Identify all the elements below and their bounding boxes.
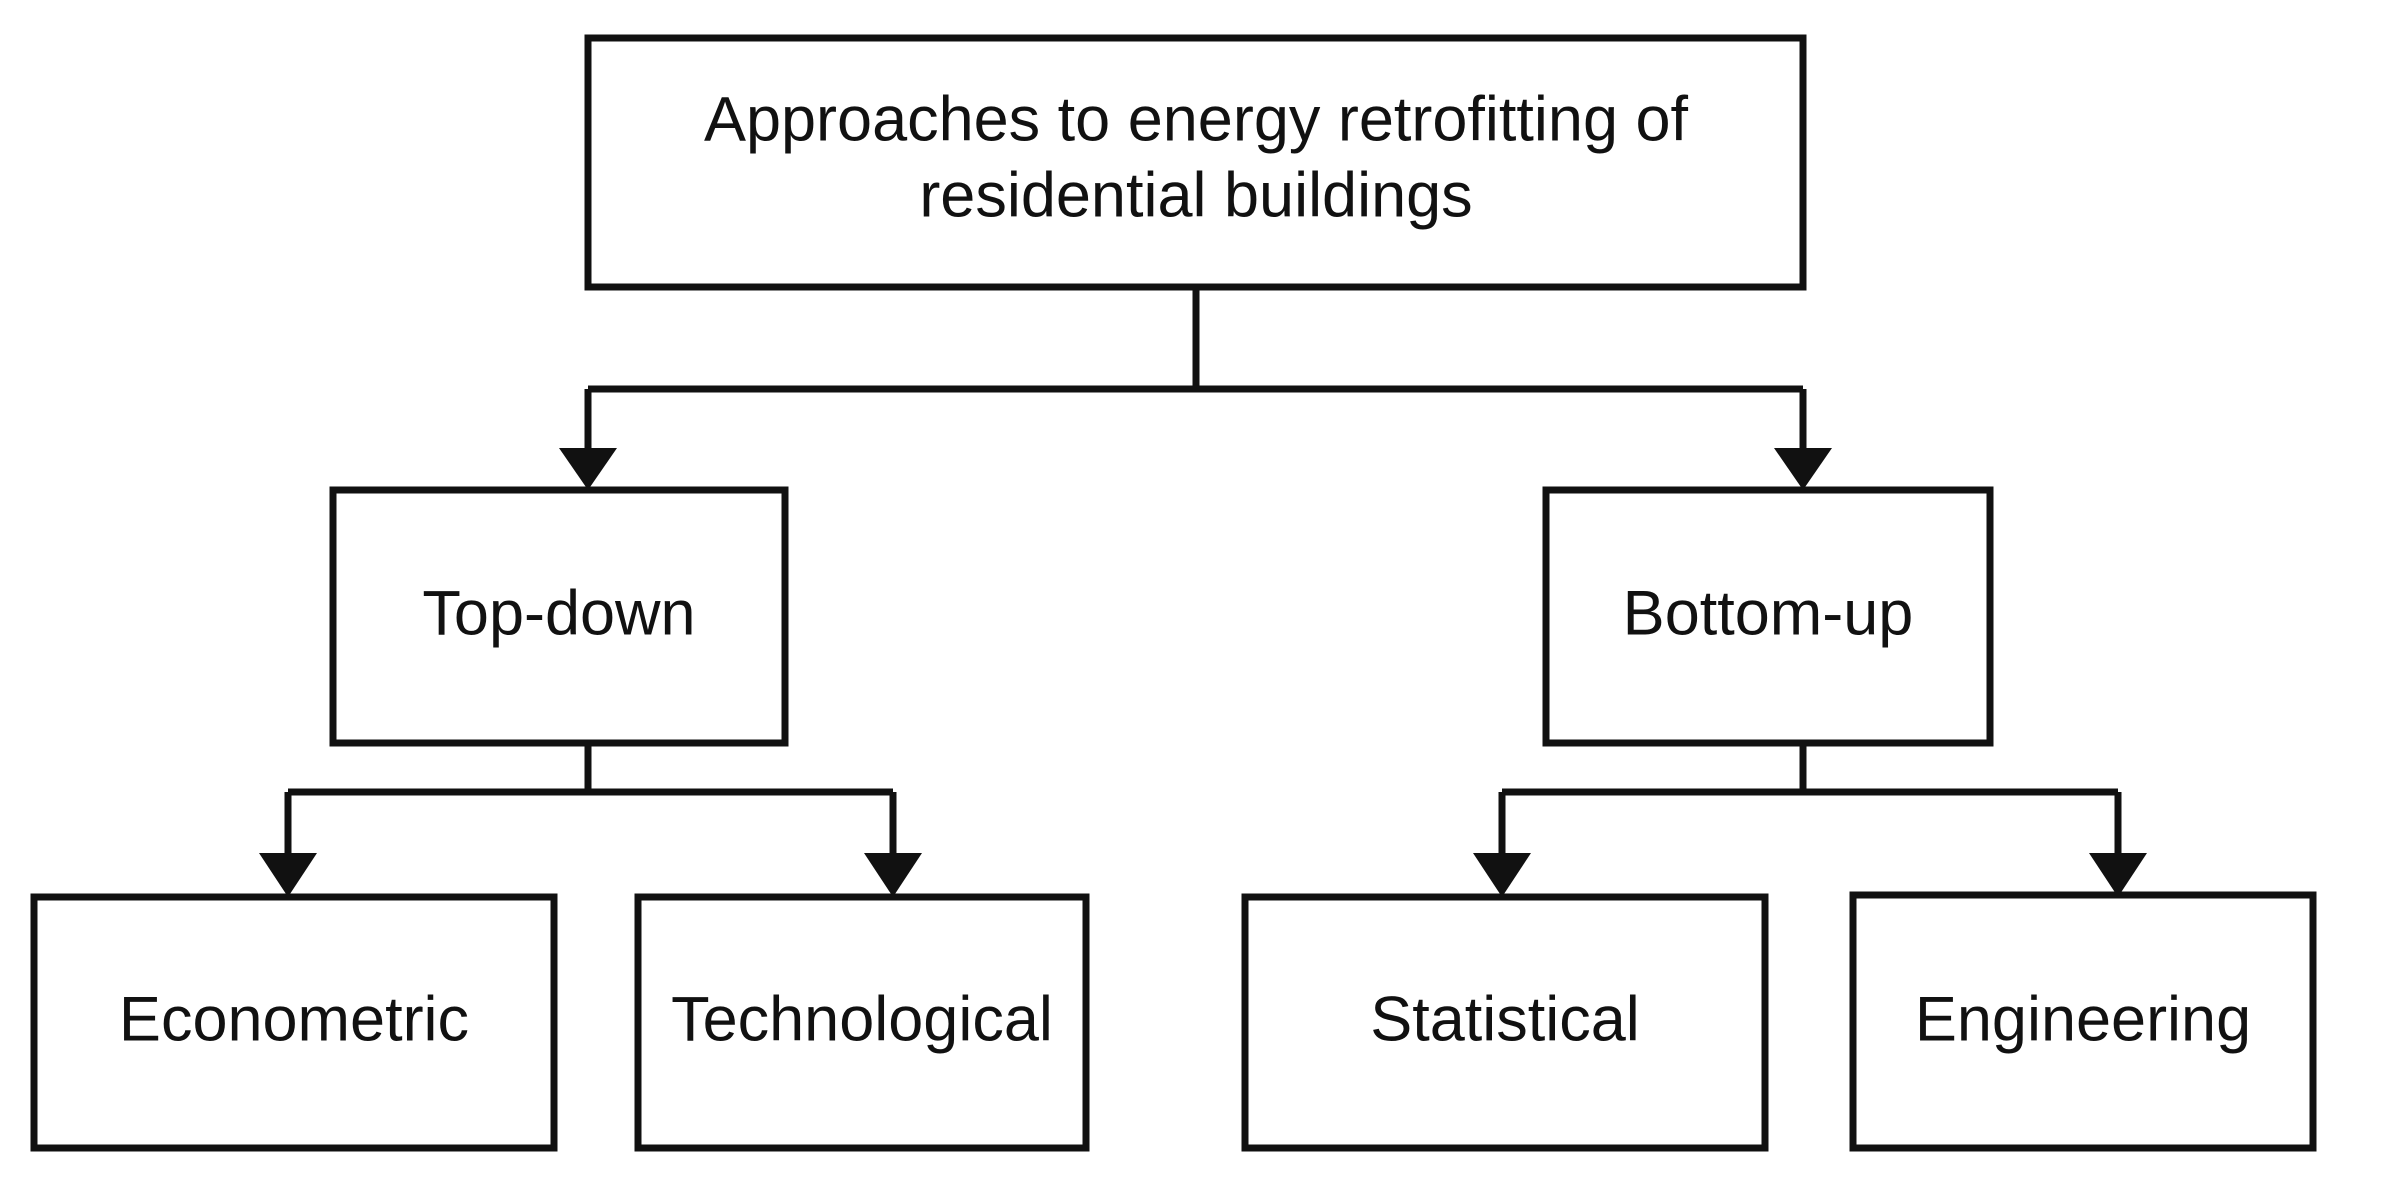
node-technological-label: Technological bbox=[671, 985, 1053, 1055]
node-engineering[interactable]: Engineering bbox=[1849, 891, 2317, 1152]
node-statistical[interactable]: Statistical bbox=[1241, 893, 1769, 1152]
node-technological-box[interactable] bbox=[634, 893, 1090, 1152]
node-bottom-up[interactable]: Bottom-up bbox=[1542, 486, 1994, 747]
node-technological[interactable]: Technological bbox=[634, 893, 1090, 1152]
node-statistical-box[interactable] bbox=[1241, 893, 1769, 1152]
node-statistical-label: Statistical bbox=[1370, 985, 1640, 1055]
node-root-box[interactable] bbox=[584, 34, 1807, 291]
node-econometric-label: Econometric bbox=[119, 985, 469, 1055]
arrow-head-to-bottom-up-icon bbox=[1774, 448, 1832, 490]
node-root[interactable]: Approaches to energy retrofitting of res… bbox=[584, 34, 1807, 291]
node-bottom-up-box[interactable] bbox=[1542, 486, 1994, 747]
node-root-label-line-1: Approaches to energy retrofitting of bbox=[704, 85, 1689, 155]
node-top-down[interactable]: Top-down bbox=[329, 486, 789, 747]
node-econometric-box[interactable] bbox=[30, 893, 558, 1152]
edge-bottom-up-to-children-group bbox=[1473, 743, 2147, 897]
arrow-head-to-econometric-icon bbox=[259, 853, 317, 897]
node-top-down-box[interactable] bbox=[329, 486, 789, 747]
node-econometric[interactable]: Econometric bbox=[30, 893, 558, 1152]
arrow-head-to-engineering-icon bbox=[2089, 853, 2147, 897]
edge-top-down-to-children-group bbox=[259, 743, 922, 897]
arrow-head-to-statistical-icon bbox=[1473, 853, 1531, 897]
node-top-down-label: Top-down bbox=[422, 579, 695, 649]
node-bottom-up-label: Bottom-up bbox=[1623, 579, 1914, 649]
node-engineering-box[interactable] bbox=[1849, 891, 2317, 1152]
node-engineering-label: Engineering bbox=[1915, 985, 2251, 1055]
edge-root-to-level2-group bbox=[559, 287, 1832, 490]
arrow-head-to-technological-icon bbox=[864, 853, 922, 897]
node-root-label-line-2: residential buildings bbox=[919, 161, 1472, 231]
arrow-head-to-top-down-icon bbox=[559, 448, 617, 490]
